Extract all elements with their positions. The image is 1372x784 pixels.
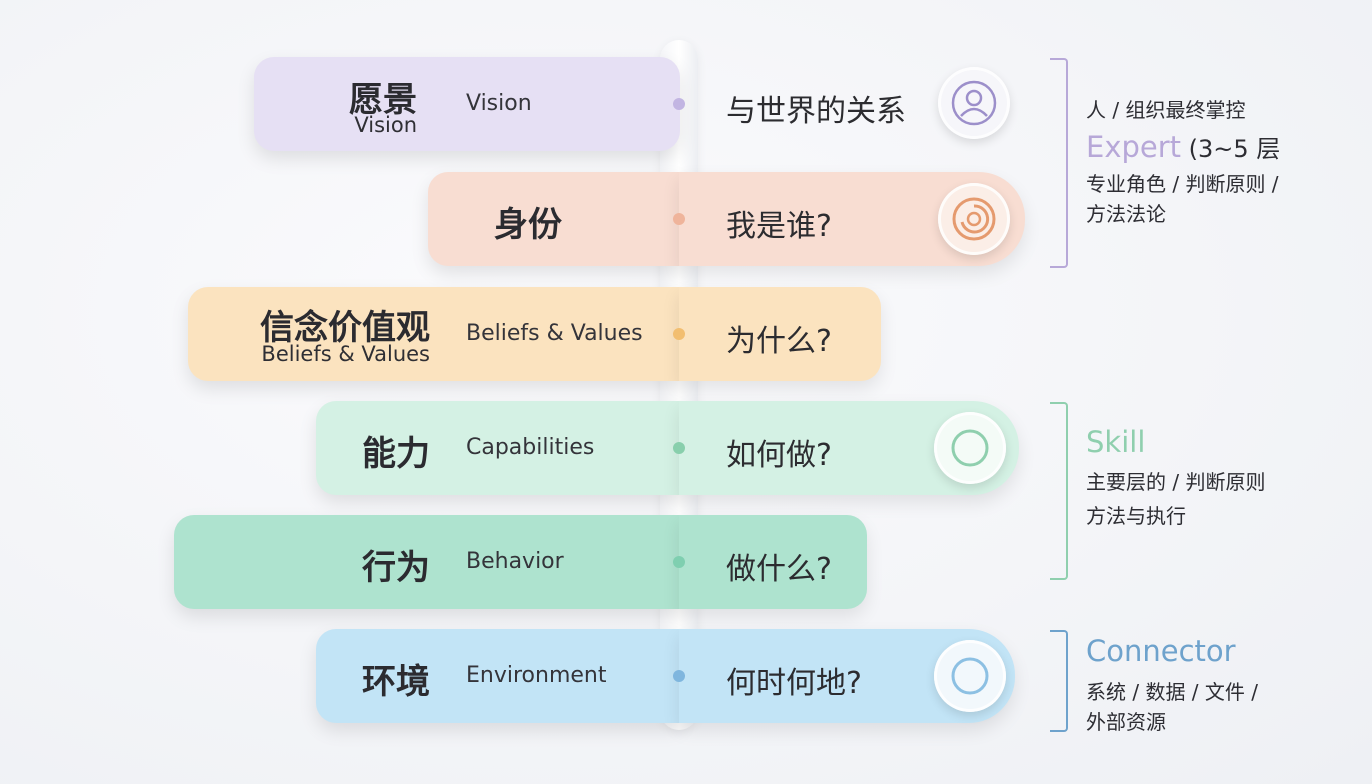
level-beliefs-right-card bbox=[679, 287, 881, 381]
level-behavior-question: 做什么? bbox=[726, 552, 832, 587]
skill-line-1: 主要层的 / 判断原则 bbox=[1086, 470, 1266, 494]
level-environment-en: Environment bbox=[466, 663, 607, 688]
level-vision-zh: 愿景 bbox=[349, 80, 417, 120]
level-environment-dot bbox=[673, 670, 685, 682]
expert-line-1: 人 / 组织最终掌控 bbox=[1086, 98, 1246, 122]
level-vision-zh-sub: Vision bbox=[354, 113, 417, 137]
skill-line-2: 方法与执行 bbox=[1086, 504, 1186, 528]
expert-line-3: 方法法论 bbox=[1086, 202, 1166, 226]
level-beliefs-question: 为什么? bbox=[726, 324, 832, 359]
level-environment-question: 何时何地? bbox=[726, 666, 862, 701]
level-identity-question: 我是谁? bbox=[726, 209, 832, 244]
level-behavior-zh: 行为 bbox=[362, 548, 430, 588]
ring-icon bbox=[938, 183, 1010, 255]
expert-title-suffix: (3~5 层 bbox=[1181, 135, 1281, 163]
skill-bracket bbox=[1050, 402, 1068, 580]
person-icon bbox=[938, 67, 1010, 139]
level-vision-question: 与世界的关系 bbox=[726, 94, 906, 129]
level-beliefs-zh-sub: Beliefs & Values bbox=[261, 342, 430, 366]
expert-title: Expert (3~5 层 bbox=[1086, 129, 1280, 164]
connector-bracket bbox=[1050, 630, 1068, 732]
level-environment-left-card bbox=[316, 629, 680, 723]
level-capabilities-zh: 能力 bbox=[362, 434, 430, 474]
level-vision-left-card bbox=[254, 57, 680, 151]
level-beliefs-en: Beliefs & Values bbox=[466, 321, 643, 346]
level-capabilities-question: 如何做? bbox=[726, 438, 832, 473]
expert-line-2: 专业角色 / 判断原则 / bbox=[1086, 172, 1279, 196]
connector-title: Connector bbox=[1086, 634, 1236, 668]
expert-title-main: Expert bbox=[1086, 130, 1182, 164]
level-beliefs-zh: 信念价值观 bbox=[260, 308, 430, 348]
connector-line-1: 系统 / 数据 / 文件 / bbox=[1086, 680, 1259, 704]
level-vision-en: Vision bbox=[466, 91, 532, 116]
level-capabilities-dot bbox=[673, 442, 685, 454]
level-identity-left-card bbox=[428, 172, 680, 266]
expert-bracket bbox=[1050, 58, 1068, 268]
central-spine bbox=[660, 40, 698, 730]
level-identity-zh: 身份 bbox=[494, 205, 562, 245]
circle-icon bbox=[934, 412, 1006, 484]
level-behavior-en: Behavior bbox=[466, 549, 564, 574]
level-capabilities-en: Capabilities bbox=[466, 435, 595, 460]
circle-icon bbox=[934, 640, 1006, 712]
skill-title: Skill bbox=[1086, 425, 1146, 459]
level-behavior-left-card bbox=[174, 515, 680, 609]
connector-line-2: 外部资源 bbox=[1086, 710, 1166, 734]
level-beliefs-left-card bbox=[188, 287, 680, 381]
level-environment-zh: 环境 bbox=[362, 662, 430, 702]
level-vision-dot bbox=[673, 98, 685, 110]
level-behavior-dot bbox=[673, 556, 685, 568]
level-beliefs-dot bbox=[673, 328, 685, 340]
level-behavior-right-card bbox=[679, 515, 867, 609]
level-identity-dot bbox=[673, 213, 685, 225]
level-capabilities-left-card bbox=[316, 401, 680, 495]
